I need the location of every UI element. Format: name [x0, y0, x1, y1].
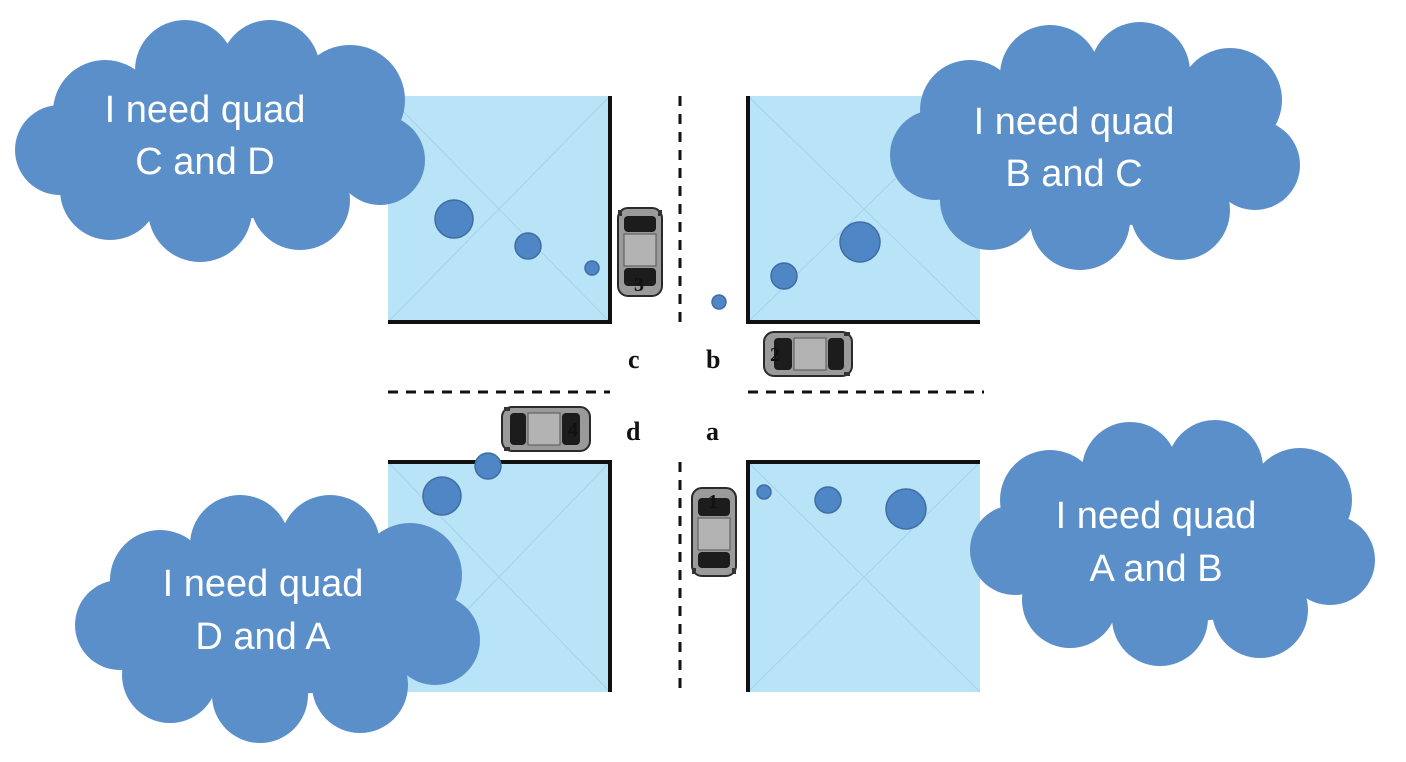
car-4-number: 4: [568, 419, 578, 441]
thought-dots: [422, 199, 927, 530]
car-3-number: 3: [634, 274, 644, 296]
cloud-car-1-line2: A and B: [1089, 548, 1222, 590]
cloud-car-1-line1: I need quad: [1056, 495, 1257, 537]
car-1-number: 1: [708, 491, 718, 513]
cloud-car-2-line1: I need quad: [974, 101, 1175, 143]
cloud-car-4: [75, 495, 480, 743]
block-top-left: [387, 95, 612, 324]
car-2-number: 2: [770, 344, 780, 366]
cloud-car-4-line2: D and A: [195, 616, 331, 658]
cloud-car-1: [970, 420, 1375, 666]
cloud-car-3: [15, 20, 425, 262]
cloud-car-2-line2: B and C: [1005, 153, 1142, 195]
cloud-car-3-line2: C and D: [135, 141, 274, 183]
quadrant-label-d: d: [626, 417, 641, 446]
lane-dividers: [388, 96, 984, 692]
cloud-car-4-line1: I need quad: [163, 563, 364, 605]
cloud-car-3-line1: I need quad: [105, 89, 306, 131]
block-bottom-right: [746, 460, 981, 693]
quadrant-label-c: c: [628, 345, 640, 374]
quadrant-label-b: b: [706, 345, 720, 374]
quadrant-label-a: a: [706, 417, 719, 446]
cloud-car-2: [890, 22, 1300, 270]
